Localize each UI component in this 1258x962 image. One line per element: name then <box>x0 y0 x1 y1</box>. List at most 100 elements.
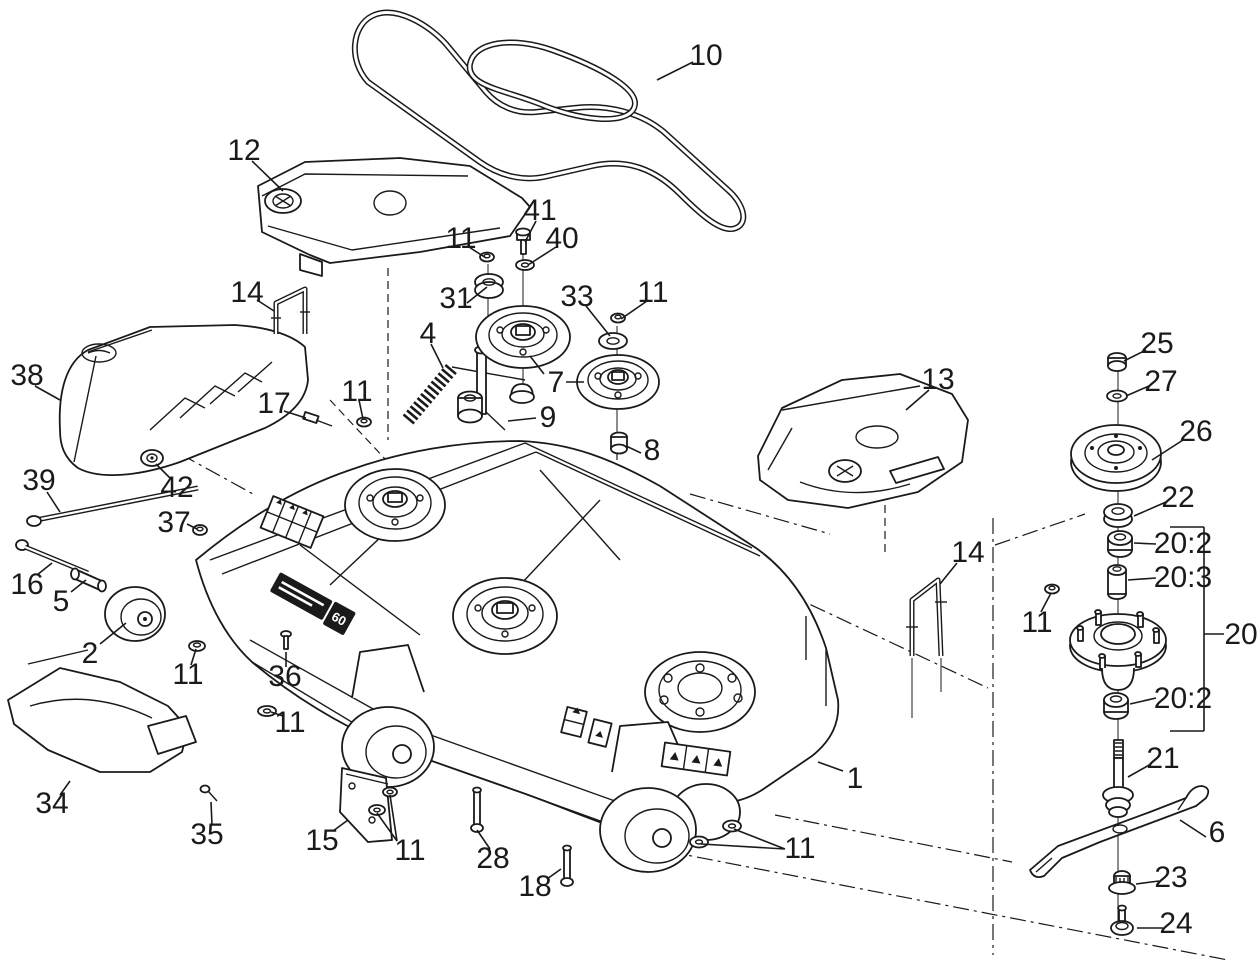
callout-11-h: 11 <box>784 832 815 865</box>
caster-front-left <box>341 644 435 788</box>
shaft-21 <box>1102 739 1134 818</box>
drive-belt <box>352 9 747 233</box>
callout-25: 25 <box>1140 327 1173 360</box>
rod-39 <box>26 485 199 527</box>
bearing-20-2b <box>1103 692 1129 720</box>
callout-20-2b: 20:2 <box>1154 682 1212 715</box>
washer-27 <box>1106 389 1128 403</box>
callout-34: 34 <box>35 787 68 820</box>
callout-26: 26 <box>1179 415 1212 448</box>
washer-11-h2 <box>722 819 742 833</box>
callout-14-l: 14 <box>230 276 263 309</box>
mulch-baffle-15 <box>339 767 393 843</box>
callout-14-r: 14 <box>951 536 984 569</box>
callout-35: 35 <box>190 818 223 851</box>
callout-10: 10 <box>689 39 722 72</box>
callout-labels: 10 12 41 11 40 31 33 11 14 4 38 17 11 7 … <box>10 39 1257 940</box>
bolt-18 <box>560 844 574 887</box>
belt-cover-13 <box>757 373 969 509</box>
callout-11-d: 11 <box>1021 606 1052 639</box>
callout-28: 28 <box>476 842 509 875</box>
screw-35 <box>199 784 218 802</box>
callout-33: 33 <box>560 280 593 313</box>
exmark-logo <box>81 343 117 363</box>
blade-6 <box>1029 785 1210 879</box>
callout-11-a: 11 <box>445 222 476 255</box>
small-decal-1 <box>560 706 588 738</box>
discharge-deflector-34 <box>7 649 197 773</box>
callout-11-f: 11 <box>274 706 305 739</box>
spindle-housing-20 <box>1069 609 1167 691</box>
callout-2: 2 <box>82 637 99 670</box>
callout-9: 9 <box>540 401 557 434</box>
idler-arm-9 <box>457 345 535 431</box>
washer-33 <box>598 332 628 350</box>
washer-stack-31 <box>474 273 504 299</box>
callout-39: 39 <box>22 464 55 497</box>
bushing-42 <box>140 449 164 467</box>
nut-25 <box>1107 352 1127 372</box>
callout-27: 27 <box>1144 365 1177 398</box>
spindle-hub-right <box>644 651 756 733</box>
callout-37: 37 <box>157 506 190 539</box>
bolt-28 <box>470 786 484 833</box>
callout-20-3: 20:3 <box>1154 561 1212 594</box>
callout-11-b: 11 <box>637 276 668 309</box>
hardware-left <box>15 411 372 802</box>
callout-41: 41 <box>523 194 556 227</box>
idler-pulley-7b <box>576 354 660 410</box>
callout-16: 16 <box>10 568 43 601</box>
spacer-5 <box>70 567 107 593</box>
nut-11-e <box>188 640 206 652</box>
callout-18: 18 <box>518 870 551 903</box>
small-decal-2 <box>587 718 613 748</box>
callout-4: 4 <box>420 317 437 350</box>
spacer-8 <box>610 431 628 455</box>
screw-36 <box>280 630 292 650</box>
washer-11-h1 <box>689 835 709 849</box>
spindle-column <box>1029 352 1210 936</box>
bolt-17 <box>302 411 333 427</box>
pulley-26 <box>1070 424 1162 492</box>
nut-11-c <box>356 416 372 428</box>
callout-8: 8 <box>644 434 661 467</box>
brand-decal: 60 <box>270 572 356 635</box>
callout-31: 31 <box>439 282 472 315</box>
callout-21: 21 <box>1146 742 1179 775</box>
callout-6: 6 <box>1209 816 1226 849</box>
warning-decal-left <box>259 495 325 549</box>
callout-42: 42 <box>160 471 193 504</box>
standoff-rod-14-left <box>271 286 310 334</box>
callout-20: 20 <box>1224 618 1257 651</box>
belt-cover-12 <box>257 157 531 277</box>
callout-11-c: 11 <box>341 375 372 408</box>
standoff-rod-14-right <box>906 577 947 657</box>
callout-38: 38 <box>10 359 43 392</box>
nut-11-d <box>1044 583 1060 595</box>
callout-11-e: 11 <box>172 658 203 691</box>
callout-17: 17 <box>257 387 290 420</box>
washer-40 <box>515 259 535 271</box>
callout-5: 5 <box>53 585 70 618</box>
idler-pulley-7a <box>475 305 571 369</box>
washer-11-f <box>257 705 277 717</box>
callout-24: 24 <box>1159 907 1192 940</box>
spindle-pulley-b <box>452 577 558 655</box>
washer-11-g1 <box>368 804 386 816</box>
warning-decal-front <box>660 741 732 777</box>
nut-11-b <box>610 312 626 324</box>
mower-deck: 60 <box>195 440 840 873</box>
leader-lines <box>34 61 1224 929</box>
bolt-24 <box>1110 904 1134 936</box>
callout-40: 40 <box>545 222 578 255</box>
callout-12: 12 <box>227 134 260 167</box>
nut-11-a <box>479 251 495 263</box>
callout-11-g: 11 <box>394 834 425 867</box>
spacer-22 <box>1103 503 1133 528</box>
callout-13: 13 <box>921 363 954 396</box>
callout-7: 7 <box>548 366 565 399</box>
bolt-41 <box>515 227 531 255</box>
callout-22: 22 <box>1161 481 1194 514</box>
